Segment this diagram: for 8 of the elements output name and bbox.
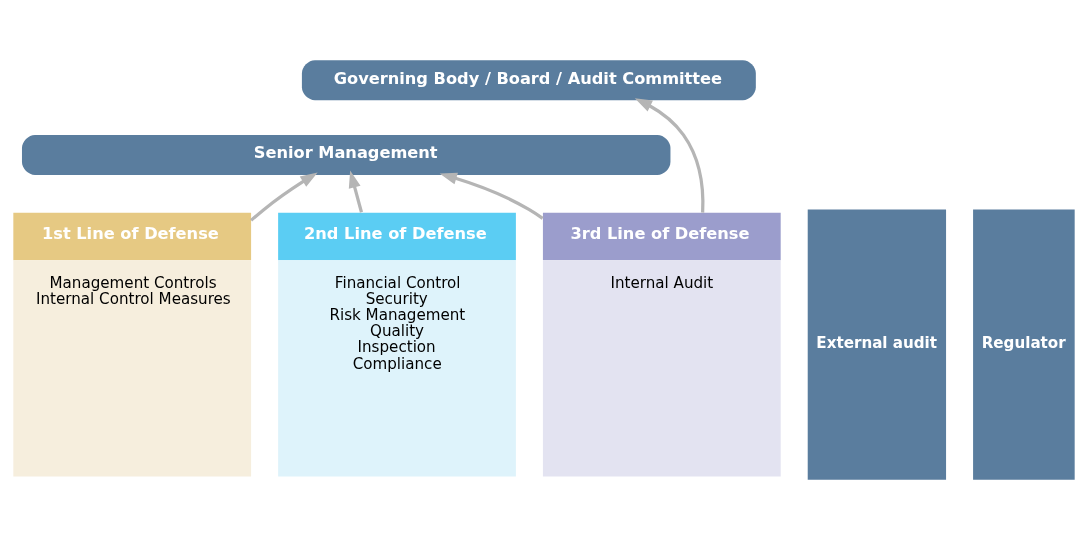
node-box: Regulator (973, 208, 1075, 480)
arrow (634, 97, 705, 213)
node-box: Senior Management (21, 134, 671, 175)
node-box: Governing Body / Board / Audit Committee (301, 59, 756, 100)
arrow (348, 170, 363, 213)
arrow (250, 171, 318, 222)
node-box: External audit (807, 208, 947, 480)
arrow (439, 172, 544, 220)
